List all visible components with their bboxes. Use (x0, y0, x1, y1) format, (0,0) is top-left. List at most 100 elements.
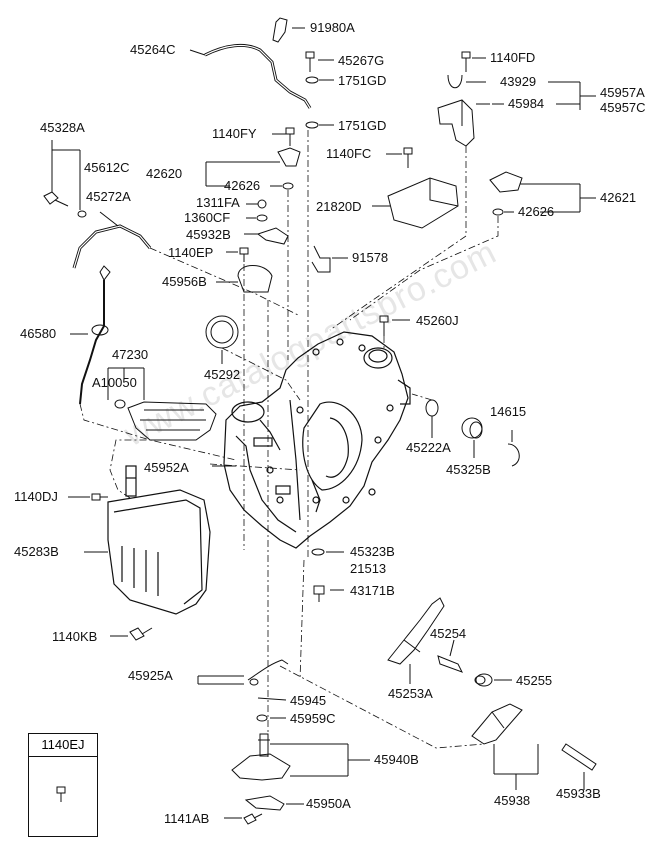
sensor-42621 (489, 171, 523, 193)
label-45264C: 45264C (130, 42, 176, 57)
bolt-45260J (379, 315, 389, 336)
label-45925A: 45925A (128, 668, 173, 683)
sensor-42620 (277, 147, 301, 167)
label-43171B: 43171B (350, 583, 395, 598)
bolt-1140FC (403, 147, 413, 168)
pin-45254 (437, 655, 464, 673)
label-42621: 42621 (600, 190, 637, 205)
rod-45933B (561, 743, 597, 771)
label-45959C: 45959C (290, 711, 336, 726)
label-45253A: 45253A (388, 686, 433, 701)
label-1141AB: 1141AB (164, 811, 210, 826)
transaxle-case (223, 331, 411, 549)
label-45260J: 45260J (416, 313, 459, 328)
arm-45950A (244, 795, 285, 811)
label-45267G: 45267G (338, 53, 385, 68)
label-42626-b: 42626 (518, 204, 555, 219)
label-45328A: 45328A (40, 120, 85, 135)
oring-A10050 (114, 399, 126, 409)
bolt-1140DJ (91, 493, 108, 501)
label-45938: 45938 (494, 793, 531, 808)
label-42620: 42620 (146, 166, 183, 181)
lever-45253A (387, 597, 445, 665)
label-45950A: 45950A (306, 796, 351, 811)
label-45254: 45254 (430, 626, 467, 641)
label-45283B: 45283B (14, 544, 59, 559)
label-91578: 91578 (352, 250, 389, 265)
label-45945: 45945 (290, 693, 327, 708)
hose-45272A (72, 224, 152, 269)
legend-header: 1140EJ (29, 734, 97, 757)
cable-end-45925A (247, 659, 289, 681)
label-1140EP: 1140EP (168, 245, 214, 260)
label-45292: 45292 (204, 367, 241, 382)
label-1311FA: 1311FA (196, 195, 240, 210)
oil-pipe-45264C (204, 43, 312, 109)
label-45984: 45984 (508, 96, 545, 111)
washer-1360CF (256, 214, 268, 222)
label-14615: 14615 (490, 404, 527, 419)
bolt-1140FD (461, 51, 471, 72)
label-45255: 45255 (516, 673, 553, 688)
filter-47230 (127, 401, 217, 441)
legend-bolt-icon (56, 786, 66, 802)
label-43929: 43929 (500, 74, 537, 89)
label-45932B: 45932B (186, 227, 231, 242)
oring-45222A (425, 399, 439, 417)
clip-43929 (447, 74, 463, 89)
label-45222A: 45222A (406, 440, 451, 455)
label-45957C: 45957C (600, 100, 646, 115)
bolt-1140FY (285, 127, 295, 146)
ring-14615 (507, 443, 520, 467)
label-1140FD: 1140FD (490, 50, 536, 65)
label-1140FC: 1140FC (326, 146, 372, 161)
label-1140KB: 1140KB (52, 629, 98, 644)
label-45957A: 45957A (600, 85, 645, 100)
oil-pan-45283B (107, 465, 211, 615)
label-45952A: 45952A (144, 460, 189, 475)
label-45940B: 45940B (374, 752, 419, 767)
seal-45325B (461, 417, 483, 439)
washer-1751GD-b (305, 121, 319, 129)
washer-45612C (77, 210, 87, 218)
oring-42626-a (282, 182, 294, 190)
washer-45323B (311, 548, 325, 556)
bracket-91578 (311, 245, 331, 273)
label-45323B: 45323B (350, 544, 395, 559)
washer-45959C (256, 714, 268, 722)
bolt-45267G (305, 51, 315, 72)
label-42626-a: 42626 (224, 178, 261, 193)
label-1140FY: 1140FY (212, 126, 257, 141)
label-1360CF: 1360CF (184, 210, 231, 225)
label-1751GD-b: 1751GD (338, 118, 387, 133)
label-45956B: 45956B (162, 274, 207, 289)
plate-45940B (231, 753, 291, 781)
label-45933B: 45933B (556, 786, 601, 801)
label-21513: 21513 (350, 561, 387, 576)
bolt-1141AB (243, 813, 263, 825)
label-1751GD-a: 1751GD (338, 73, 387, 88)
bolt-1140KB (129, 627, 153, 641)
bracket-45938 (471, 703, 523, 745)
clip-91980A (272, 17, 288, 43)
washer-1751GD-a (305, 76, 319, 84)
bolt-45328A (43, 191, 69, 207)
dipstick-46580 (99, 265, 111, 281)
lever-45932B (256, 227, 289, 245)
label-45612C: 45612C (84, 160, 130, 175)
nut-1311FA (257, 199, 267, 209)
oring-42626-b (492, 208, 504, 216)
legend-box: 1140EJ (28, 733, 98, 837)
bracket-45957A (437, 99, 475, 147)
label-A10050: A10050 (92, 375, 137, 390)
label-91980A: 91980A (310, 20, 355, 35)
bolt-1140EP (239, 247, 249, 262)
bracket-21820D (387, 177, 459, 229)
label-45325B: 45325B (446, 462, 491, 477)
label-1140DJ: 1140DJ (14, 489, 58, 504)
label-45272A: 45272A (86, 189, 131, 204)
label-21820D: 21820D (316, 199, 362, 214)
bushing-45255 (474, 673, 493, 687)
